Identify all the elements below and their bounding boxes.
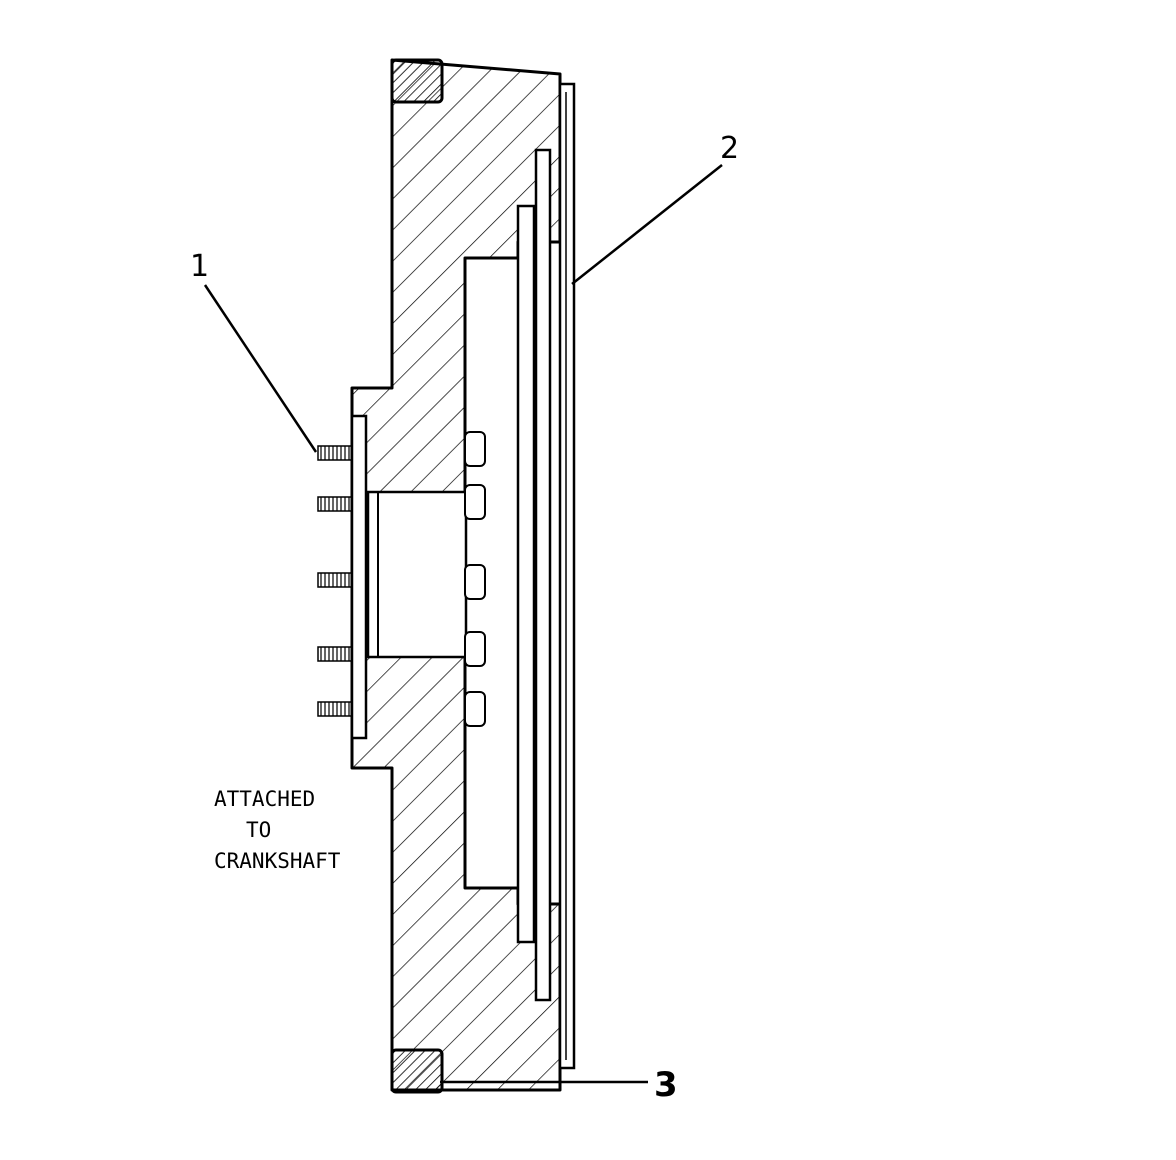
note-line-2: TO (246, 818, 271, 842)
crankshaft-flange (350, 414, 368, 740)
note-line-1: ATTACHED (214, 787, 315, 811)
clutch-layer-middle (534, 148, 552, 1002)
ring-gear-bottom (390, 1048, 444, 1094)
clutch-layer-inner (516, 204, 536, 944)
bolt-heads (464, 431, 486, 727)
leader-line-1 (203, 284, 318, 453)
center-bore (366, 490, 468, 659)
ring-gear-top (390, 58, 444, 104)
note-line-3: CRANKSHAFT (214, 849, 341, 873)
mounting-studs (317, 445, 353, 717)
leader-line-2 (571, 164, 723, 285)
callout-1: 1 (190, 249, 209, 284)
clutch-layer-outer (558, 82, 576, 1070)
callout-2: 2 (720, 131, 739, 166)
callout-3: 3 (654, 1065, 678, 1105)
